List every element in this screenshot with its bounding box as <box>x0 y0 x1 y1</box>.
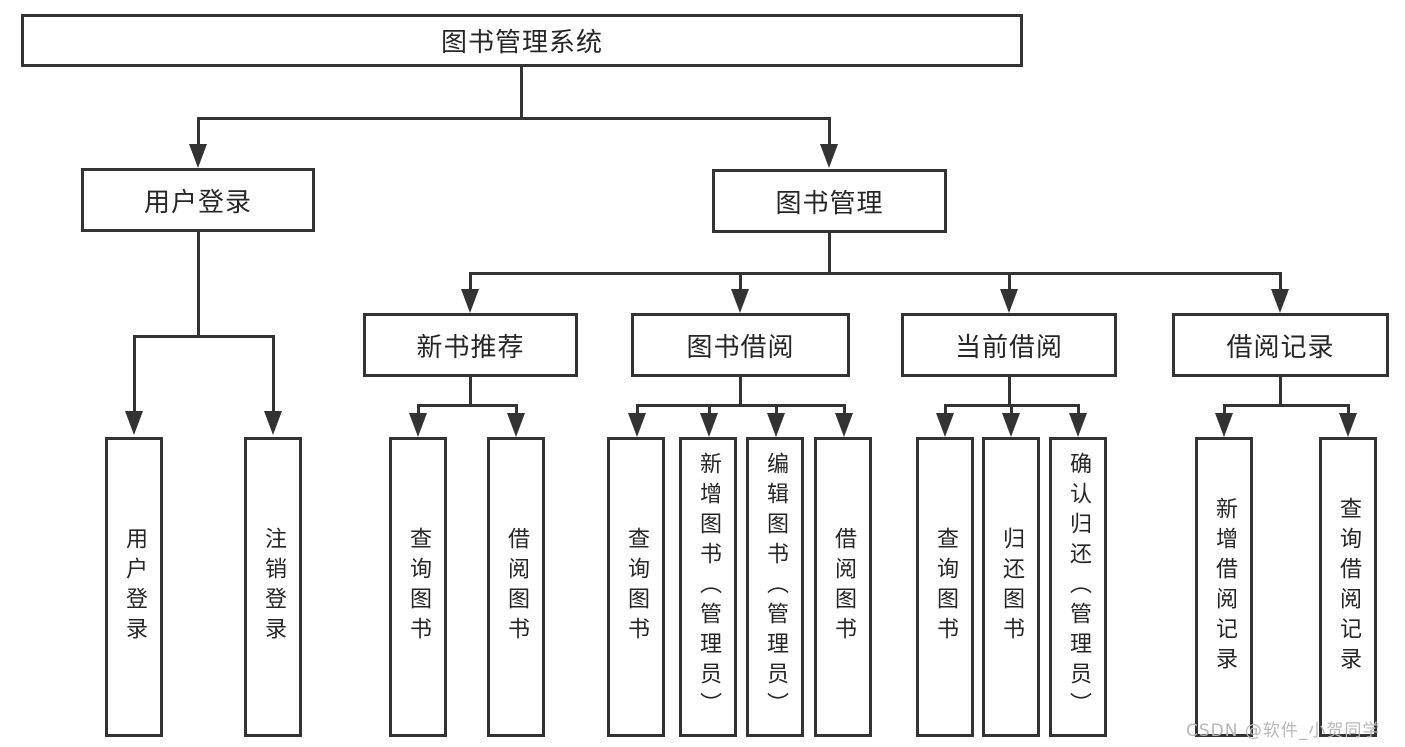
leaf-borrow-book: 借阅图书 <box>814 437 872 737</box>
arrowhead-down-icon <box>936 413 954 437</box>
leaf-user-login-label: 用户登录 <box>122 527 147 647</box>
arrowhead-down-icon <box>1069 413 1087 437</box>
arrowhead-down-icon <box>1339 413 1357 437</box>
connector-borrow-record-down <box>1279 377 1282 406</box>
node-user-login-label: 用户登录 <box>143 187 252 218</box>
leaf-query-book-label: 查询图书 <box>624 527 649 647</box>
connector-new-book-down <box>469 377 472 406</box>
arrowhead-down-icon <box>1215 413 1233 437</box>
leaf-query-book: 查询图书 <box>389 437 447 737</box>
arrowhead-down-icon <box>731 289 749 313</box>
connector-book-borrow-down <box>739 377 742 406</box>
node-book-management-label: 图书管理 <box>775 188 884 219</box>
connector-leaf-stem <box>636 404 639 414</box>
node-library-system: 图书管理系统 <box>21 14 1023 67</box>
node-current-borrow-label: 当前借阅 <box>954 332 1063 363</box>
node-borrow-record-label: 借阅记录 <box>1226 332 1335 363</box>
node-borrow-record: 借阅记录 <box>1172 313 1389 377</box>
leaf-logout-label: 注销登录 <box>261 527 286 647</box>
leaf-add-borrow-record: 新增借阅记录 <box>1195 437 1253 737</box>
arrowhead-down-icon <box>1271 289 1289 313</box>
connector-leaf-stem <box>1077 404 1080 414</box>
arrowhead-down-icon <box>1000 289 1018 313</box>
leaf-return-book: 归还图书 <box>982 437 1040 737</box>
connector-current-borrow-stem <box>1008 272 1011 289</box>
connector-leaf-stem <box>843 404 846 414</box>
connector-leaf-stem <box>515 404 518 414</box>
connector-user-login-stem <box>197 117 200 144</box>
connector-level1-horizontal <box>197 117 831 120</box>
connector-book-management-stem <box>828 117 831 144</box>
node-current-borrow: 当前借阅 <box>901 313 1117 377</box>
arrowhead-down-icon <box>264 411 282 435</box>
leaf-query-book: 查询图书 <box>916 437 974 737</box>
leaf-add-book-admin-label: 新增图书（管理员） <box>696 452 721 722</box>
leaf-add-book-admin: 新增图书（管理员） <box>679 437 737 737</box>
connector-leaf-stem <box>1010 404 1013 414</box>
connector-login-horizontal <box>133 335 274 338</box>
node-new-book-recommend-label: 新书推荐 <box>416 332 525 363</box>
connector-leaf-stem <box>1347 404 1350 414</box>
leaf-borrow-book-label: 借阅图书 <box>831 527 856 647</box>
leaf-borrow-book-label: 借阅图书 <box>504 527 529 647</box>
connector-level3-horizontal <box>469 272 1282 275</box>
leaf-edit-book-admin: 编辑图书（管理员） <box>746 437 804 737</box>
connector-leaf-stem <box>1223 404 1226 414</box>
leaf-borrow-book: 借阅图书 <box>487 437 545 737</box>
leaf-add-borrow-record-label: 新增借阅记录 <box>1212 497 1237 677</box>
connector-new-book-stem <box>469 272 472 289</box>
node-book-borrow-label: 图书借阅 <box>686 332 795 363</box>
csdn-watermark: CSDN @软件_小贺同学 <box>1186 721 1381 741</box>
arrowhead-down-icon <box>125 411 143 435</box>
leaf-query-book-label: 查询图书 <box>933 527 958 647</box>
arrowhead-down-icon <box>835 413 853 437</box>
leaf-return-book-label: 归还图书 <box>999 527 1024 647</box>
leaf-logout: 注销登录 <box>244 437 302 737</box>
arrowhead-down-icon <box>767 413 785 437</box>
node-book-management: 图书管理 <box>712 169 947 233</box>
arrowhead-down-icon <box>1002 413 1020 437</box>
arrowhead-down-icon <box>820 144 838 168</box>
connector-leaf-stem <box>944 404 947 414</box>
node-user-login: 用户登录 <box>81 168 315 232</box>
connector-new-book-horizontal <box>417 404 517 407</box>
connector-root-stem <box>520 67 523 118</box>
leaf-query-book-label: 查询图书 <box>406 527 431 647</box>
node-book-borrow: 图书借阅 <box>631 313 850 377</box>
leaf-confirm-return-admin: 确认归还（管理员） <box>1049 437 1107 737</box>
connector-borrow-record-horizontal <box>1223 404 1349 407</box>
connector-current-borrow-down <box>1008 377 1011 406</box>
connector-login-child1-stem <box>133 335 136 412</box>
leaf-query-book: 查询图书 <box>607 437 665 737</box>
arrowhead-down-icon <box>189 144 207 168</box>
arrowhead-down-icon <box>700 413 718 437</box>
connector-login-child2-stem <box>272 335 275 412</box>
connector-leaf-stem <box>708 404 711 414</box>
leaf-user-login: 用户登录 <box>105 437 163 737</box>
arrowhead-down-icon <box>628 413 646 437</box>
leaf-confirm-return-admin-label: 确认归还（管理员） <box>1066 452 1091 722</box>
connector-login-stem <box>197 232 200 337</box>
connector-book-borrow-horizontal <box>636 404 846 407</box>
connector-leaf-stem <box>417 404 420 414</box>
connector-borrow-record-stem <box>1279 272 1282 289</box>
node-new-book-recommend: 新书推荐 <box>363 313 578 377</box>
arrowhead-down-icon <box>409 413 427 437</box>
arrowhead-down-icon <box>507 413 525 437</box>
arrowhead-down-icon <box>461 289 479 313</box>
connector-book-borrow-stem <box>739 272 742 289</box>
connector-leaf-stem <box>775 404 778 414</box>
connector-manage-stem <box>828 233 831 274</box>
node-library-system-label: 图书管理系统 <box>440 28 603 58</box>
leaf-query-borrow-record: 查询借阅记录 <box>1319 437 1377 737</box>
leaf-edit-book-admin-label: 编辑图书（管理员） <box>763 452 788 722</box>
leaf-query-borrow-record-label: 查询借阅记录 <box>1336 497 1361 677</box>
